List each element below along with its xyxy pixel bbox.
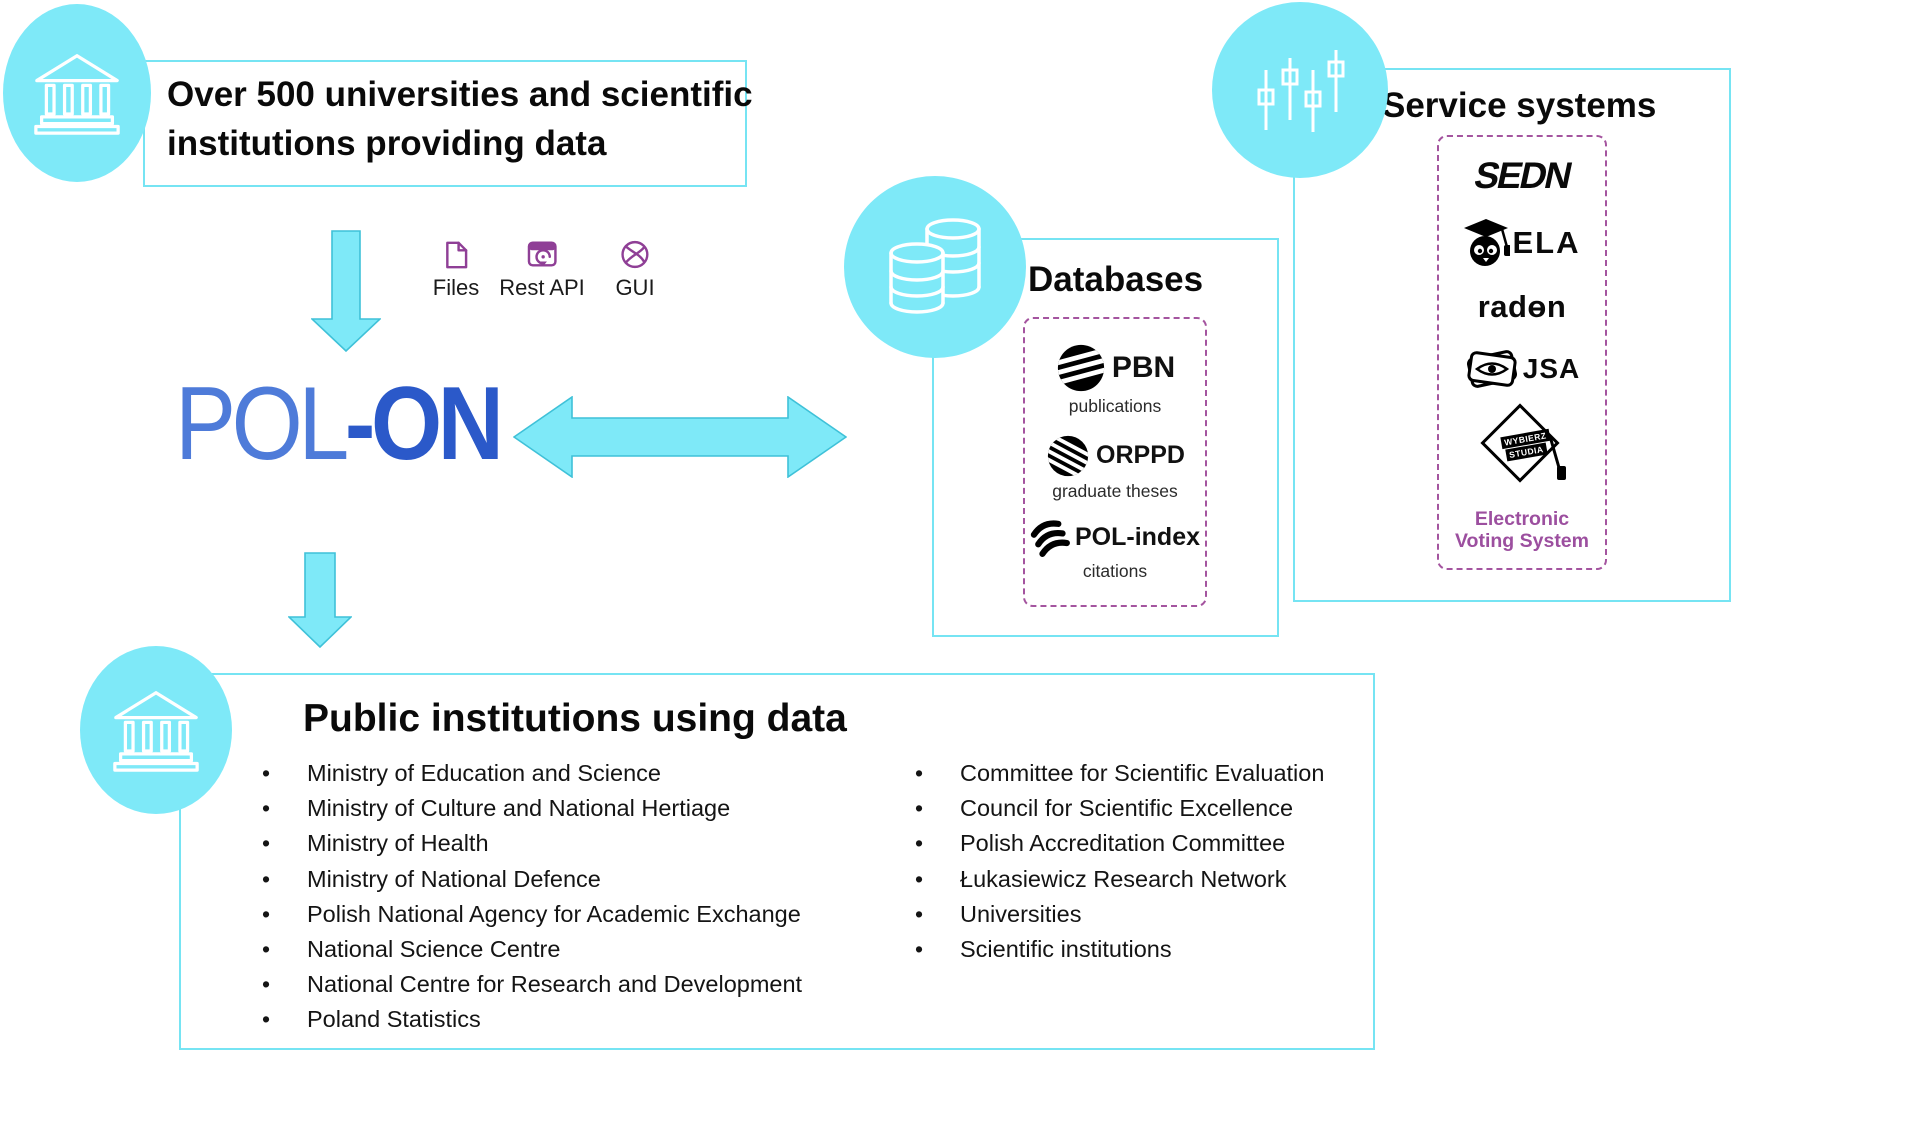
university-circle-bottom — [80, 646, 232, 814]
service-systems-box — [1293, 68, 1731, 602]
database-icon — [889, 218, 981, 314]
graduation-cap-icon: WYBIERZ STUDIA — [1470, 403, 1574, 488]
channel-rest-api: Rest API — [499, 239, 585, 301]
university-icon — [113, 691, 199, 772]
university-icon — [34, 54, 120, 135]
jsa-eye-icon — [1466, 349, 1517, 388]
list-item: Polish Accreditation Committee — [913, 830, 1324, 865]
channel-label: Files — [432, 275, 480, 300]
databases-circle — [844, 176, 1026, 358]
databases-title: Databases — [1028, 260, 1204, 299]
orppd-label: ORPPD — [1096, 441, 1185, 469]
globe-icon — [615, 239, 654, 271]
providers-title: Over 500 universities and scientific ins… — [167, 75, 753, 163]
jsa-label: JSA — [1522, 352, 1581, 384]
databases-box — [932, 238, 1279, 637]
polon-logo-right: -ON — [344, 366, 504, 482]
databases-logo-panel: PBN publications — [1023, 317, 1207, 607]
list-item: Committee for Scientific Evaluation — [913, 760, 1324, 795]
arrow-down-icon — [311, 230, 381, 352]
university-circle-top — [3, 4, 151, 182]
ela-label: ELA — [1512, 225, 1581, 261]
pbn-label: PBN — [1111, 351, 1176, 385]
list-item: Ministry of Culture and National Hertiag… — [260, 795, 802, 830]
pbn-logo-icon — [1057, 345, 1104, 392]
pol-index-label: POL-index — [1074, 523, 1200, 552]
list-item: Polish National Agency for Academic Exch… — [260, 901, 802, 936]
polon-logo: POL-ON — [175, 372, 504, 476]
orppd-block: ORPPD graduate theses — [1045, 433, 1185, 502]
list-item: Łukasiewicz Research Network — [913, 866, 1324, 901]
list-item: Council for Scientific Excellence — [913, 795, 1324, 830]
orppd-caption: graduate theses — [1052, 480, 1178, 501]
public-institutions-title: Public institutions using data — [303, 697, 847, 740]
service-systems-title: Service systems — [1382, 86, 1657, 125]
list-item: Ministry of Education and Science — [260, 760, 802, 795]
orppd-logo-icon — [1047, 435, 1089, 476]
public-institutions-list-left: Ministry of Education and Science Minist… — [260, 760, 802, 1042]
list-item: Universities — [913, 901, 1324, 936]
rest-api-icon — [499, 239, 585, 271]
pol-index-logo-icon — [1030, 520, 1070, 557]
ela-owl-icon — [1463, 219, 1510, 267]
ela-block: ELA — [1463, 217, 1581, 269]
channel-label: Rest API — [499, 275, 585, 300]
channel-files: Files — [433, 239, 479, 301]
pbn-caption: publications — [1068, 396, 1162, 417]
sliders-icon — [1257, 50, 1345, 132]
electronic-voting-system-label: Electronic Voting System — [1455, 507, 1589, 552]
sedn-logo: SEDN — [1470, 155, 1574, 196]
list-item: National Science Centre — [260, 936, 802, 971]
public-institutions-list-right: Committee for Scientific Evaluation Coun… — [913, 760, 1324, 971]
service-systems-panel: SEDN ELA radɵn — [1437, 135, 1607, 570]
channel-gui: GUI — [615, 239, 655, 301]
polon-logo-left: POL — [175, 366, 349, 482]
list-item: National Centre for Research and Develop… — [260, 971, 802, 1006]
jsa-block: JSA — [1464, 346, 1580, 392]
cap-tassel-end — [1557, 465, 1566, 480]
pbn-block: PBN publications — [1055, 342, 1175, 417]
service-systems-circle — [1212, 2, 1388, 178]
list-item: Ministry of National Defence — [260, 866, 802, 901]
channel-label: GUI — [615, 275, 655, 300]
pol-index-block: POL-index citations — [1030, 517, 1200, 582]
public-institutions-box — [179, 673, 1375, 1050]
radon-logo: radɵn — [1477, 289, 1567, 325]
list-item: Scientific institutions — [913, 936, 1324, 971]
list-item: Poland Statistics — [260, 1006, 802, 1041]
pol-index-caption: citations — [1082, 560, 1148, 581]
file-icon — [433, 239, 479, 271]
list-item: Ministry of Health — [260, 830, 802, 865]
arrow-down-icon — [288, 552, 352, 648]
double-arrow-icon — [513, 396, 847, 478]
